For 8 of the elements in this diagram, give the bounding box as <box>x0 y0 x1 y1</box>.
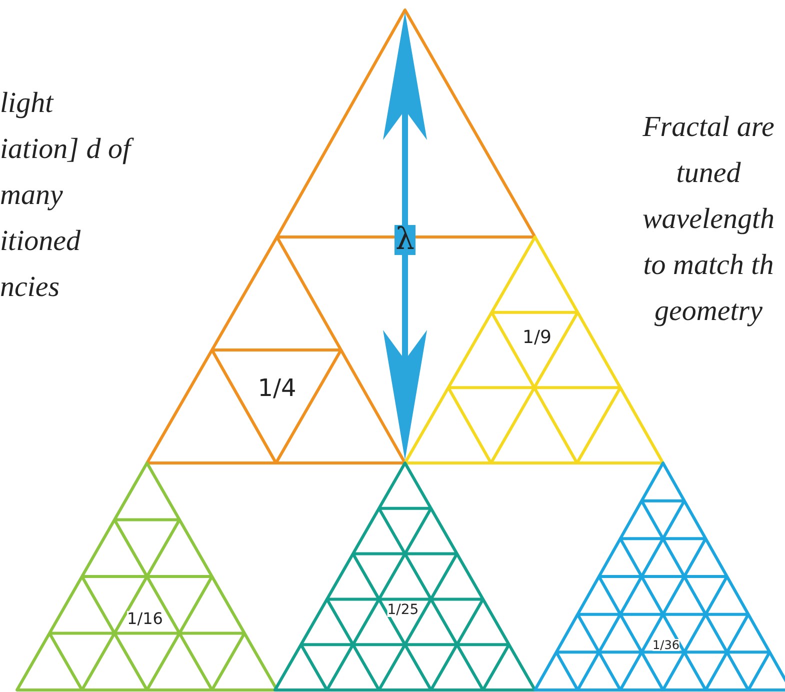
fraction-label: 1/9 <box>522 329 552 347</box>
side-note: Fractal are tuned wavelength to match th geometry <box>641 110 776 329</box>
fraction-label: 1/16 <box>127 611 163 627</box>
wavelength-symbol: λ <box>394 225 416 255</box>
fraction-label: 1/25 <box>387 603 419 617</box>
side-note: light iation] d of many itioned ncies <box>0 80 135 310</box>
fraction-label: 1/36 <box>652 639 680 651</box>
fraction-label: 1/4 <box>258 376 296 400</box>
